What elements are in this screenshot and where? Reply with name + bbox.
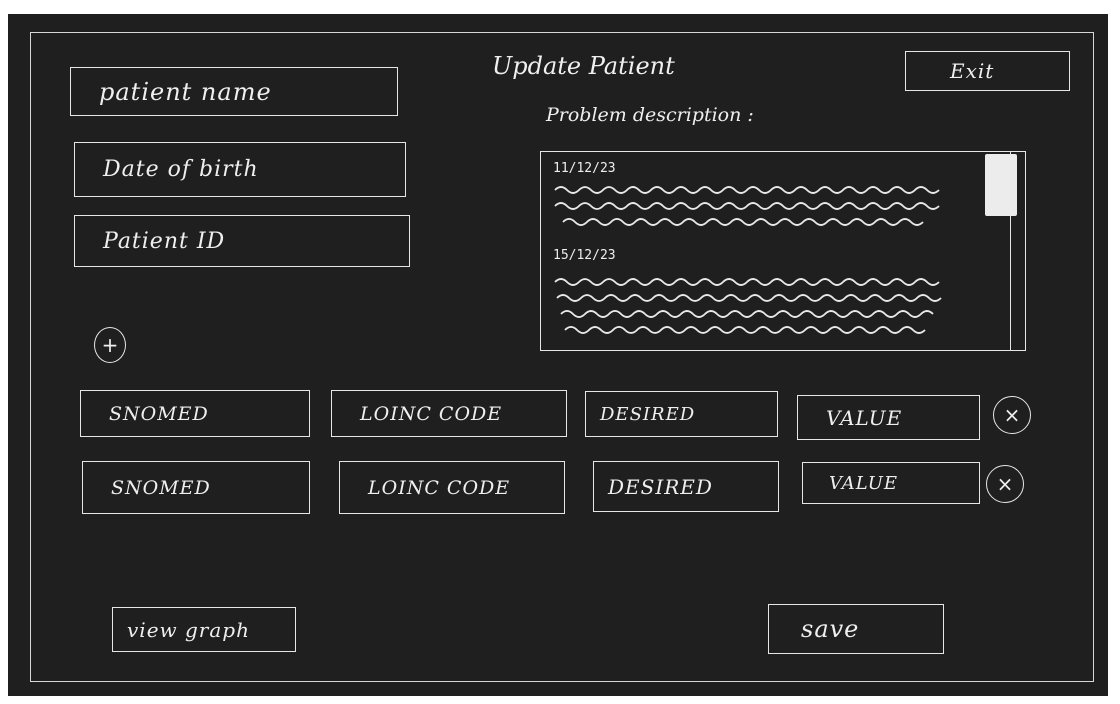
- scrollbar-thumb[interactable]: [985, 154, 1017, 216]
- value-field[interactable]: VALUE: [797, 395, 980, 440]
- problem-description-box[interactable]: 11/12/23 15/12/23: [540, 151, 1026, 351]
- loinc-code-label: LOINC CODE: [368, 476, 511, 499]
- save-label: save: [801, 615, 860, 643]
- save-button[interactable]: save: [768, 604, 944, 654]
- patient-name-field[interactable]: patient name: [70, 67, 398, 116]
- close-icon[interactable]: ×: [986, 465, 1024, 503]
- value-label: VALUE: [829, 472, 899, 494]
- close-icon[interactable]: ×: [993, 396, 1031, 434]
- view-graph-label: view graph: [127, 617, 250, 642]
- patient-id-field[interactable]: Patient ID: [74, 215, 410, 267]
- snomed-label: SNOMED: [111, 476, 211, 499]
- view-graph-button[interactable]: view graph: [112, 607, 296, 652]
- loinc-code-label: LOINC CODE: [360, 402, 503, 425]
- value-label: VALUE: [826, 405, 903, 430]
- window-frame: [30, 32, 1094, 682]
- exit-label: Exit: [950, 59, 995, 83]
- loinc-code-field[interactable]: LOINC CODE: [339, 461, 565, 514]
- problem-entry-date: 11/12/23: [553, 161, 616, 176]
- wireframe-canvas: patient name Date of birth Patient ID Up…: [8, 14, 1108, 696]
- desired-label: DESIRED: [600, 403, 696, 425]
- date-of-birth-field[interactable]: Date of birth: [74, 142, 406, 197]
- snomed-label: SNOMED: [109, 402, 209, 425]
- patient-id-label: Patient ID: [103, 228, 226, 254]
- problem-entry-date: 15/12/23: [553, 248, 616, 263]
- date-of-birth-label: Date of birth: [103, 157, 259, 182]
- problem-entry-text: [554, 186, 940, 226]
- desired-label: DESIRED: [608, 474, 713, 499]
- value-field[interactable]: VALUE: [802, 462, 980, 504]
- desired-field[interactable]: DESIRED: [585, 391, 778, 437]
- problem-description-label: Problem description :: [546, 104, 754, 126]
- snomed-field[interactable]: SNOMED: [80, 390, 310, 437]
- problem-entry-text: [554, 278, 942, 334]
- plus-icon[interactable]: +: [94, 327, 126, 363]
- desired-field[interactable]: DESIRED: [593, 461, 779, 512]
- patient-name-label: patient name: [99, 77, 272, 106]
- snomed-field[interactable]: SNOMED: [82, 461, 310, 514]
- exit-button[interactable]: Exit: [905, 51, 1070, 91]
- loinc-code-field[interactable]: LOINC CODE: [331, 390, 567, 437]
- scrollbar-track[interactable]: [1009, 152, 1011, 350]
- page-title: Update Patient: [492, 52, 675, 80]
